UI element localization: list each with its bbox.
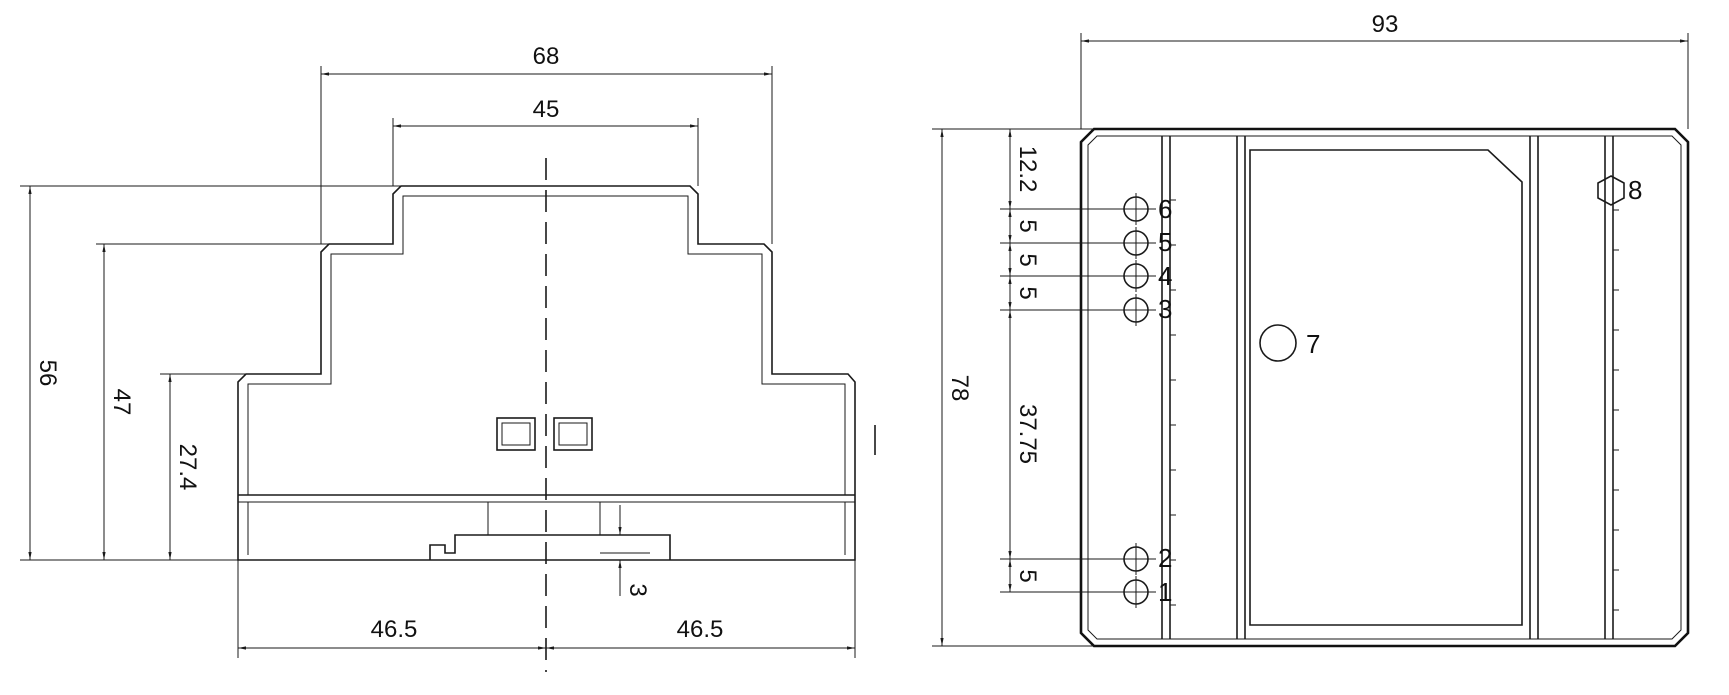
front-port-left-inner	[501, 422, 531, 446]
terminal-label-3: 3	[1158, 294, 1172, 324]
terminal-2	[1000, 543, 1156, 575]
dim-pitch-2-1: 5	[1014, 569, 1041, 582]
dim-pitch-6-5: 5	[1014, 219, 1041, 232]
dim-height-total: 56	[34, 360, 61, 387]
led-indicator	[1259, 324, 1297, 362]
terminal-3	[1000, 294, 1156, 326]
dim-height-mid: 47	[108, 389, 135, 416]
front-port-right-inner	[558, 422, 588, 446]
vent-slots-left	[1170, 199, 1176, 606]
dim-top-offset: 12.2	[1014, 146, 1041, 193]
dim-half-width-left: 46.5	[371, 616, 418, 643]
front-profile-outline	[237, 185, 856, 561]
dim-top-width: 45	[533, 96, 560, 123]
vent-slots-right	[1613, 209, 1619, 611]
side-view: 6 5 4 3 2 1 7 8 93 78 12.2 5 5 5 37.75	[932, 11, 1690, 648]
potentiometer-label: 8	[1628, 175, 1642, 205]
front-port-left	[496, 417, 536, 451]
front-port-right	[553, 417, 593, 451]
label-window	[1249, 149, 1523, 626]
dim-height-low: 27.4	[174, 444, 201, 491]
terminal-label-5: 5	[1158, 227, 1172, 257]
dim-overall-width: 68	[533, 43, 560, 70]
terminal-label-4: 4	[1158, 261, 1172, 291]
side-outline-inner	[1087, 135, 1682, 640]
front-view: 68 45 56 47 27.4 46.5 46.5 3	[20, 43, 876, 672]
side-outline	[1079, 127, 1690, 648]
dim-half-width-right: 46.5	[677, 616, 724, 643]
terminal-label-6: 6	[1158, 194, 1172, 224]
terminal-6	[1000, 193, 1156, 225]
terminal-label-2: 2	[1158, 543, 1172, 573]
dim-side-width: 93	[1372, 11, 1399, 38]
led-label: 7	[1306, 329, 1320, 359]
terminal-5	[1000, 227, 1156, 259]
dim-pitch-4-3: 5	[1014, 286, 1041, 299]
dim-side-height: 78	[946, 375, 973, 402]
din-rail-clip	[429, 534, 671, 560]
dim-rail-depth: 3	[624, 583, 651, 596]
terminal-1	[1000, 576, 1156, 608]
terminal-4	[1000, 260, 1156, 292]
dim-gap-3-2: 37.75	[1014, 404, 1041, 464]
terminal-label-1: 1	[1158, 577, 1172, 607]
dim-pitch-5-4: 5	[1014, 253, 1041, 266]
potentiometer-hex	[1597, 175, 1625, 206]
